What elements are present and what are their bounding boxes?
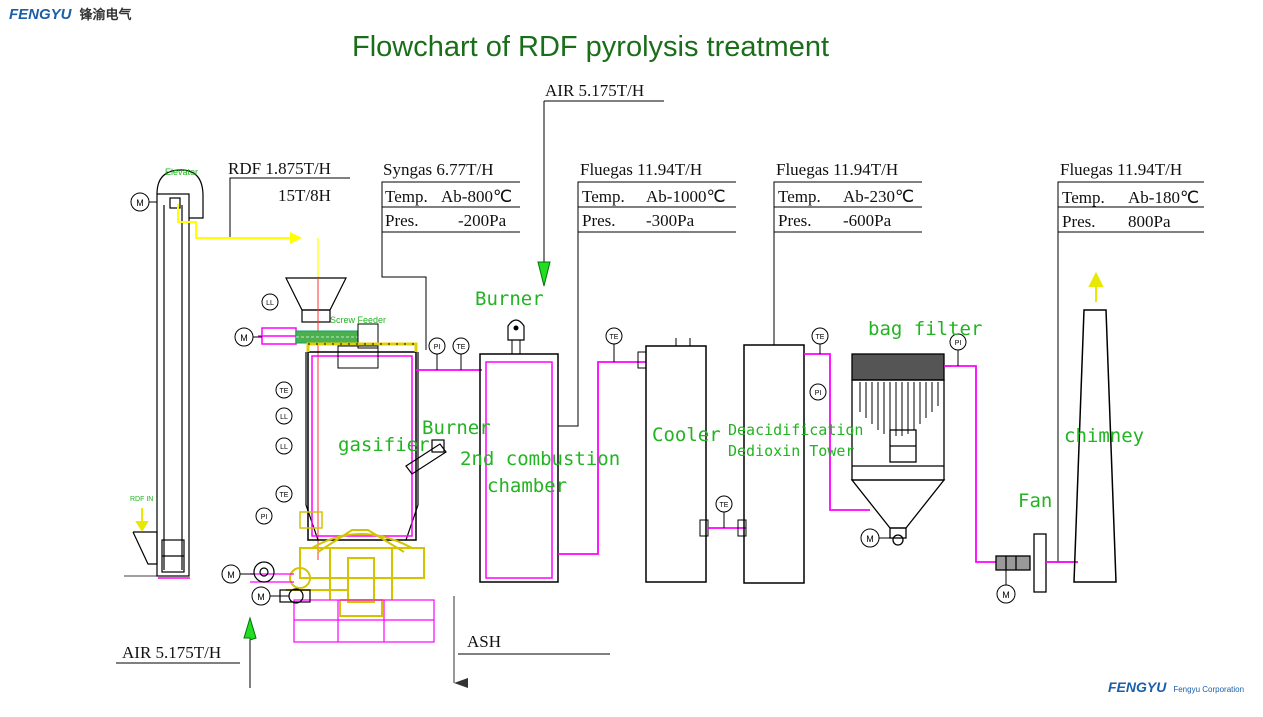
combustion-label-1: 2nd combustion: [460, 448, 621, 470]
fluegas2-name: Fluegas 11.94T/H: [776, 160, 899, 179]
fluegas3-pres-label: Pres.: [1062, 212, 1096, 231]
gasifier-label: gasifier: [338, 434, 430, 456]
burner-top-label: Burner: [475, 288, 544, 310]
pressure-label: PI: [955, 340, 962, 347]
level-label: LL: [266, 300, 274, 307]
motor-label: M: [1002, 590, 1010, 600]
rdf-in-arrow: [135, 508, 149, 532]
pressure-label: PI: [434, 344, 441, 351]
bag-filter: [850, 353, 952, 546]
elevator-label: Elevator: [165, 167, 199, 177]
motor-label: M: [866, 534, 874, 544]
fluegas3-name: Fluegas 11.94T/H: [1060, 160, 1183, 179]
rdf-in-label: RDF IN: [130, 496, 154, 503]
syngas-temp: Ab-800℃: [441, 187, 513, 206]
air-bottom-label: AIR 5.175T/H: [122, 643, 222, 662]
logo-cn-text: 锋渝电气: [79, 8, 132, 23]
gasifier-burner: [405, 439, 447, 475]
fluegas1-temp-label: Temp.: [582, 187, 625, 206]
feed-arrow: [290, 232, 302, 244]
rdf-flow-label: RDF 1.875T/H: [228, 159, 331, 178]
ash-label: ASH: [467, 632, 502, 651]
elevator: [124, 169, 204, 577]
gasifier-vessel: [299, 342, 419, 541]
fluegas2-temp: Ab-230℃: [843, 187, 915, 206]
air-arrow-top: [537, 261, 551, 287]
exhaust-arrow: [1088, 271, 1104, 302]
syngas-pres: -200Pa: [458, 211, 507, 230]
temp-label: TE: [720, 502, 729, 509]
fluegas1-temp: Ab-1000℃: [646, 187, 726, 206]
air-arrow-bottom: [243, 616, 257, 641]
footer-logo-text: FENGYU: [1108, 679, 1167, 695]
feed-line: [177, 204, 300, 239]
temp-label: TE: [280, 388, 289, 395]
temp-2: [275, 485, 293, 503]
chimney: [1073, 309, 1117, 583]
temp-label: TE: [280, 492, 289, 499]
page-title: Flowchart of RDF pyrolysis treatment: [352, 31, 830, 63]
fluegas1-name: Fluegas 11.94T/H: [580, 160, 703, 179]
combustion-chamber: [479, 319, 559, 583]
screw-feeder: [258, 323, 379, 349]
fan-label: Fan: [1018, 490, 1053, 512]
temp-label: TE: [457, 344, 466, 351]
fluegas1-pres: -300Pa: [646, 211, 695, 230]
pressure-label: PI: [815, 390, 822, 397]
fluegas3-temp: Ab-180℃: [1128, 188, 1200, 207]
fluegas2-pres-label: Pres.: [778, 211, 812, 230]
level-label: LL: [280, 444, 288, 451]
temp-label: TE: [816, 334, 825, 341]
gasifier-base: [250, 573, 435, 643]
burner-gasifier-label: Burner: [422, 417, 491, 439]
combustion-label-2: chamber: [487, 475, 568, 497]
motor-label: M: [240, 333, 248, 343]
level-2: [275, 437, 293, 455]
cooler: [637, 338, 709, 583]
motor-label: M: [257, 592, 265, 602]
footer-company: Fengyu Corporation: [1173, 685, 1245, 694]
level-hopper: [261, 293, 279, 311]
fluegas3-pres: 800Pa: [1128, 212, 1171, 231]
deacid-label-2: Dedioxin Tower: [728, 442, 855, 460]
fan: [995, 533, 1078, 593]
pressure-gasifier: [255, 507, 273, 525]
hopper: [285, 277, 347, 323]
logo-text: FENGYU: [9, 6, 72, 23]
level-1: [275, 407, 293, 425]
syngas-temp-label: Temp.: [385, 187, 428, 206]
motor-label: M: [227, 570, 235, 580]
deacid-tower: [737, 344, 805, 584]
fluegas2-temp-label: Temp.: [778, 187, 821, 206]
pipe-to-fan: [944, 365, 998, 563]
pipe-to-cooler: [558, 361, 646, 555]
deacid-label-1: Deacidification: [728, 421, 864, 439]
leader-lines: [116, 100, 1204, 688]
chimney-label: chimney: [1064, 425, 1145, 447]
syngas-name: Syngas 6.77T/H: [383, 160, 494, 179]
instrument-labels: M M M M M M LL TE LL LL TE PI PI TE TE T…: [136, 198, 1010, 602]
motor-label: M: [136, 198, 144, 208]
instrument-symbols: [130, 192, 1016, 606]
screw-feeder-label: Screw Feeder: [330, 315, 387, 325]
temp-1: [275, 381, 293, 399]
footer-logo: FENGYU Fengyu Corporation: [1108, 679, 1244, 697]
gasifier-grate: [286, 529, 425, 617]
pressure-tower: [809, 383, 827, 401]
fluegas1-pres-label: Pres.: [582, 211, 616, 230]
air-top-label: AIR 5.175T/H: [545, 81, 645, 100]
rdf-batch-label: 15T/8H: [278, 186, 331, 205]
fluegas3-temp-label: Temp.: [1062, 188, 1105, 207]
cooler-label: Cooler: [652, 424, 721, 446]
pressure-label: PI: [261, 514, 268, 521]
pipe-to-filter: [804, 353, 870, 511]
fluegas2-pres: -600Pa: [843, 211, 892, 230]
level-label: LL: [280, 414, 288, 421]
temp-label: TE: [610, 334, 619, 341]
bag-filter-label: bag filter: [868, 318, 983, 340]
syngas-pres-label: Pres.: [385, 211, 419, 230]
header-logo: FENGYU 锋渝电气: [9, 4, 132, 24]
